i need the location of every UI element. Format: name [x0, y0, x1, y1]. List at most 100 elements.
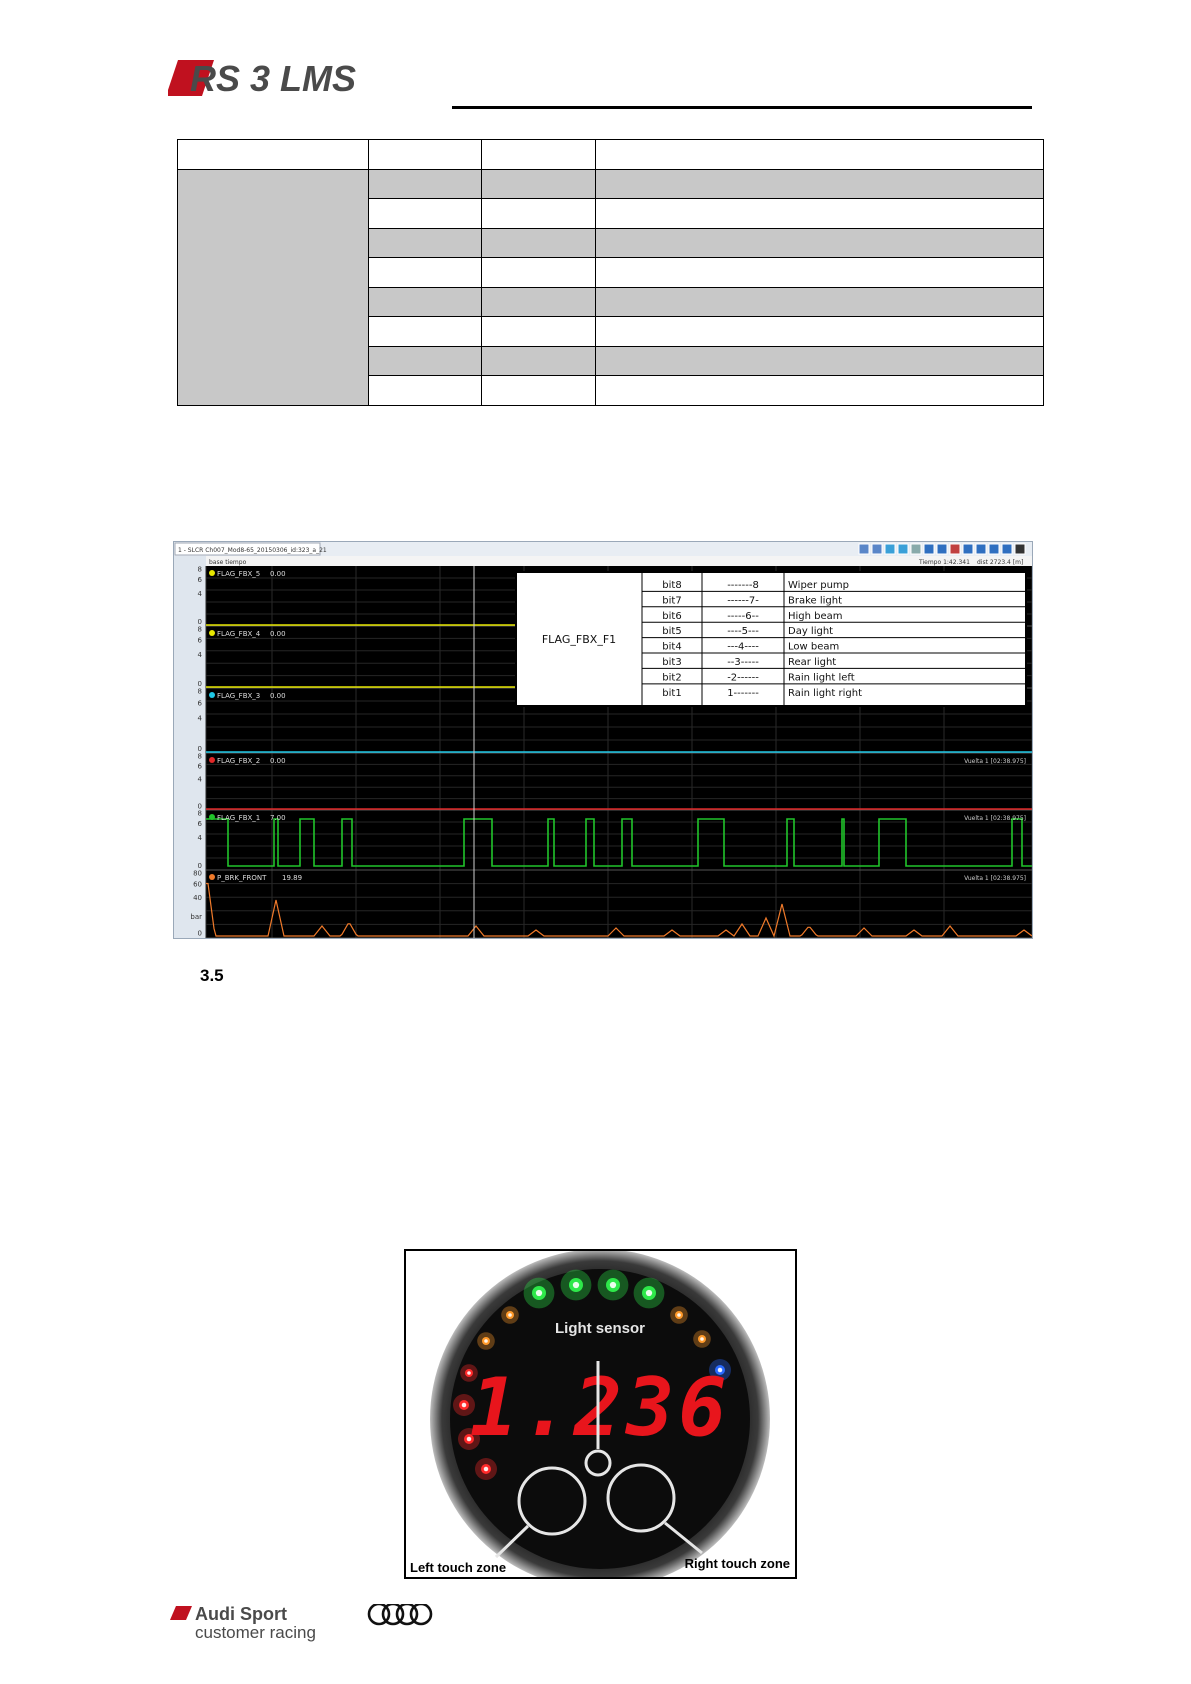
telemetry-svg: 1 - SLCR Ch007_Mod8-65_20150306_id:323_a… — [174, 542, 1032, 938]
bit-mask: -2------ — [727, 672, 759, 683]
channel-color-dot — [209, 630, 215, 636]
toolbar-button[interactable] — [1001, 543, 1013, 555]
axis-tick: 6 — [198, 576, 203, 584]
window-titlebar — [174, 542, 1032, 556]
table-row — [178, 227, 1044, 259]
table-cell — [481, 257, 596, 288]
axis-tick: 0 — [198, 745, 202, 753]
led-core — [508, 1313, 512, 1317]
distance-readout: dist 2723.4 [m] — [977, 559, 1023, 566]
bit-description: High beam — [788, 611, 843, 622]
right-zone-label: Right touch zone — [685, 1556, 790, 1571]
table-cell — [368, 198, 482, 229]
channel-value: 0.00 — [270, 757, 286, 765]
bit-label: bit3 — [662, 657, 681, 668]
toolbar-button[interactable] — [884, 543, 896, 555]
led-ring — [453, 1269, 731, 1480]
axis-tick: 8 — [198, 688, 202, 696]
logo-text: RS 3 LMS — [190, 58, 356, 98]
toolbar-button[interactable] — [988, 543, 1000, 555]
info-bar — [206, 556, 1032, 566]
left-touch-zone[interactable] — [517, 1466, 587, 1536]
lap-label: Vuelta 1 [02:38.975] — [964, 758, 1026, 765]
bit-mask: --3----- — [727, 657, 759, 668]
axis-tick: 8 — [198, 565, 202, 573]
bit-description: Rain light left — [788, 672, 855, 683]
toolbar-button[interactable] — [1014, 543, 1026, 555]
bit-label: bit7 — [662, 595, 681, 606]
table-cell — [595, 139, 1044, 170]
led-core — [535, 1289, 543, 1297]
bit-mask: ----5--- — [727, 626, 759, 637]
trace-flag-fbx-1 — [206, 818, 1032, 867]
table-cell — [368, 139, 482, 170]
axis-tick: 40 — [193, 894, 202, 902]
axis-tick: 4 — [198, 714, 203, 722]
light-sensor-circle — [584, 1449, 612, 1477]
bit-mask: -----6-- — [727, 611, 759, 622]
toolbar-button[interactable] — [910, 543, 922, 555]
axis-tick: 8 — [198, 809, 202, 817]
table-cell — [368, 257, 482, 288]
axis-tick: 4 — [198, 651, 203, 659]
toolbar-button[interactable] — [949, 543, 961, 555]
audi-rings-icon — [367, 1604, 433, 1626]
channel-color-dot — [209, 692, 215, 698]
time-readout: Tiempo 1:42.341 — [918, 559, 970, 566]
led-core — [645, 1289, 653, 1297]
logo-red-slash — [168, 60, 214, 96]
toolbar-button[interactable] — [923, 543, 935, 555]
channel-name: FLAG_FBX_5 — [217, 570, 260, 578]
right-touch-zone[interactable] — [606, 1463, 676, 1533]
table-row — [178, 257, 1044, 288]
table-cell — [177, 139, 369, 170]
led-core — [677, 1313, 681, 1317]
window-title: 1 - SLCR Ch007_Mod8-65_20150306_id:323_a… — [178, 547, 327, 554]
channel-name: FLAG_FBX_2 — [217, 757, 260, 765]
toolbar-button[interactable] — [871, 543, 883, 555]
table-row — [178, 316, 1044, 347]
bit-mask: ------7- — [727, 595, 759, 606]
axis-tick: 0 — [198, 862, 202, 870]
table-cell — [595, 227, 1044, 259]
axis-tick: 4 — [198, 590, 203, 598]
window-tab[interactable] — [174, 542, 321, 556]
trace-brake-pressure — [206, 882, 1032, 938]
bit-label: bit1 — [662, 688, 681, 699]
axis-tick: bar — [190, 913, 202, 921]
table-cell — [481, 375, 596, 406]
bit-mask: 1------- — [727, 688, 759, 699]
bit-label: bit4 — [662, 642, 681, 653]
traces — [206, 624, 1032, 938]
toolbar-button[interactable] — [975, 543, 987, 555]
channel-color-dot — [209, 814, 215, 820]
toolbar-button[interactable] — [858, 543, 870, 555]
table-row — [178, 375, 1044, 406]
section-number: 3.5 — [200, 966, 224, 985]
telemetry-screenshot: 1 - SLCR Ch007_Mod8-65_20150306_id:323_a… — [173, 541, 1033, 939]
toolbar-button[interactable] — [962, 543, 974, 555]
table-cell — [481, 345, 596, 377]
table-cell — [595, 198, 1044, 229]
axis-tick: 6 — [198, 763, 203, 771]
channel-value: 0.00 — [270, 692, 286, 700]
axis-tick: 0 — [198, 680, 202, 688]
rs3-lms-logo: RS 3 LMS — [168, 58, 356, 98]
table-merged-cell — [177, 168, 369, 407]
bit-description: Brake light — [788, 595, 842, 606]
toolbar-button[interactable] — [936, 543, 948, 555]
bit-label: bit8 — [662, 580, 681, 591]
table-cell — [481, 139, 596, 170]
axis-tick: 4 — [198, 834, 203, 842]
table-cell — [595, 286, 1044, 318]
toolbar-button[interactable] — [897, 543, 909, 555]
table-cell — [481, 198, 596, 229]
table-cell — [368, 227, 482, 259]
channel-value: 7.00 — [270, 814, 286, 822]
led-core — [484, 1339, 488, 1343]
bit-mask: -------8 — [727, 580, 759, 591]
table-cell — [595, 375, 1044, 406]
channel-value: 0.00 — [270, 570, 286, 578]
